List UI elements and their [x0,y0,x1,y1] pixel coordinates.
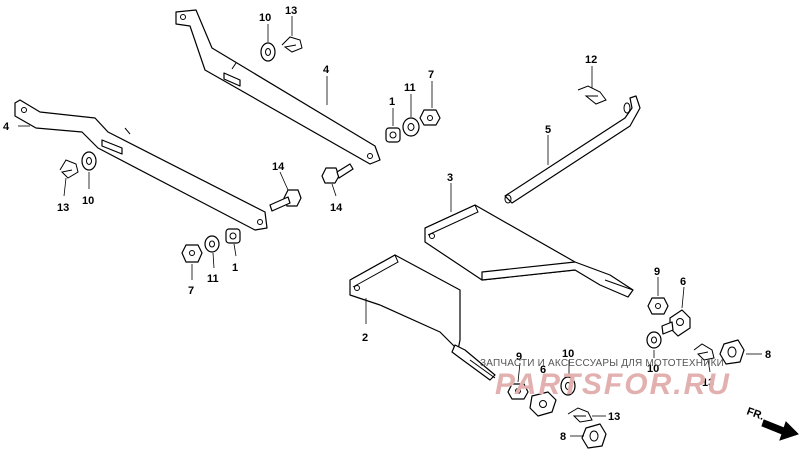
callout-5: 5 [545,124,551,136]
callout-10: 10 [562,348,574,360]
callout-9: 9 [654,266,660,278]
washer-10-top [260,42,276,62]
clip-13-left [59,159,79,179]
rod-4-upper [175,9,381,165]
arrow-right-icon [761,419,799,441]
callout-4: 4 [3,121,10,133]
callout-13: 13 [57,202,69,214]
callout-10: 10 [259,12,271,24]
cap-8-bottom [581,423,607,449]
watermark-caption: ЗАПЧАСТИ И АКСЕССУАРЫ ДЛЯ МОТОТЕХНИКИ [480,358,725,369]
bracket-3 [424,204,634,298]
callout-3: 3 [447,172,453,184]
washer-10-right [646,331,662,349]
rod-4-lower [14,99,268,231]
callout-11: 11 [404,82,416,94]
washer-11-top [402,117,420,137]
bolt-14-left [269,189,302,212]
washer-11-bottom [204,235,220,253]
nut-7-top [419,109,441,126]
nut-9-right [647,297,669,315]
collar-1-bottom [225,228,241,244]
callout-1: 1 [389,96,395,108]
callout-14: 14 [330,202,343,214]
rod-5 [504,95,641,204]
callout-6: 6 [680,276,686,288]
bracket-2 [349,254,496,381]
callout-4: 4 [323,64,330,76]
joint-6-bottom [529,391,557,417]
nut-7-bottom [181,244,203,263]
clip-13-right [693,343,715,361]
callout-2: 2 [362,332,368,344]
callout-numbers: 10 13 4 4 1 11 7 12 5 13 10 14 14 3 7 11… [3,5,771,443]
collar-1-top [385,127,401,143]
clip-12 [577,85,607,105]
washer-10-bottom [560,376,576,396]
cap-8-right [719,339,745,365]
leader-lines [18,16,762,437]
callout-1: 1 [232,262,238,274]
bolt-14-right [321,163,354,184]
clip-13-top [281,36,303,53]
callout-6: 6 [540,364,546,376]
callout-13: 13 [702,377,714,389]
callout-7: 7 [188,285,194,297]
callout-13: 13 [285,5,297,17]
callout-12: 12 [585,54,597,66]
callout-14: 14 [272,161,285,173]
callout-8: 8 [765,349,771,361]
nut-9-bottom [507,383,529,400]
direction-label: FR. [745,406,766,423]
callout-8: 8 [560,431,566,443]
callout-11: 11 [207,273,219,285]
front-direction-indicator: FR. [745,406,799,441]
callout-7: 7 [428,69,434,81]
callout-10: 10 [82,195,94,207]
clip-13-bottom [567,407,593,423]
watermark-logo: PARTSFOR.RU [495,368,731,401]
washer-10-left [81,151,97,171]
callout-9: 9 [516,351,522,363]
joint-6-right [661,309,691,337]
callout-13: 13 [608,411,620,423]
callout-10: 10 [647,363,659,375]
